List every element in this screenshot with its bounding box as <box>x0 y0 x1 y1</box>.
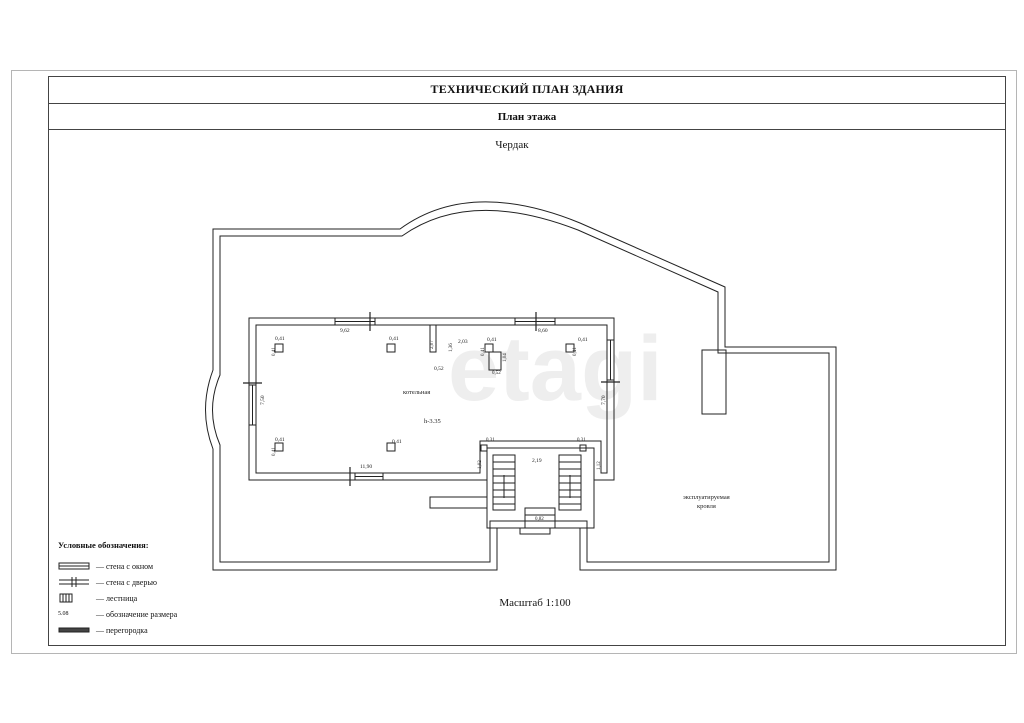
legend-item-door: — стена с дверью <box>58 574 238 590</box>
floor-name: Чердак <box>495 139 529 151</box>
legend-item-dimension: 5.08 — обозначение размера <box>58 609 178 619</box>
roof-label-2: кровля <box>697 503 716 510</box>
col-label-4: 0,41 <box>578 337 588 343</box>
dim-partition-c: 1,36 <box>449 343 454 352</box>
col-label-3: 0,41 <box>487 337 497 343</box>
col-label-5: 0,41 <box>275 437 285 443</box>
roof-parapet <box>429 496 488 509</box>
room-height: h-3.35 <box>424 418 441 425</box>
shaft <box>488 351 502 371</box>
col-side-label-3: 0,41 <box>481 347 486 356</box>
dim-stair-bottom: 0,82 <box>535 517 544 522</box>
document-subtitle: План этажа <box>48 104 1006 130</box>
legend: Условные обозначения: — стена с окном — … <box>58 540 238 638</box>
drawing-frame <box>48 76 1006 646</box>
windows <box>248 317 615 481</box>
partition <box>429 325 437 353</box>
wall-ticks <box>243 312 620 486</box>
dim-partition-a: 2,07 <box>430 340 435 349</box>
roof-label-1: эксплуатируемая <box>683 494 730 501</box>
col-side-label-2: 0,41 <box>272 347 277 356</box>
col-label-1: 0,41 <box>275 336 285 342</box>
dim-right-wall: 7,70 <box>601 395 607 405</box>
outer-frame <box>11 70 1017 654</box>
legend-item-partition: — перегородка <box>58 622 238 638</box>
dim-stair-width: 2,19 <box>532 458 542 464</box>
document-title: ТЕХНИЧЕСКИЙ ПЛАН ЗДАНИЯ <box>48 76 1006 104</box>
scale-label: Масштаб 1:100 <box>499 597 571 609</box>
stairs-symbol <box>59 593 73 603</box>
dim-stair-right: 1,12 <box>597 461 602 470</box>
legend-item-window: — стена с окном <box>58 558 238 574</box>
col-label-6: 0,41 <box>392 439 402 445</box>
dim-column-e: 1,04 <box>503 353 508 362</box>
building-outline <box>205 201 837 571</box>
chimney <box>701 349 727 415</box>
dim-column-f: 0,52 <box>492 371 501 376</box>
dim-partition-b: 2,03 <box>458 339 468 345</box>
legend-title: Условные обозначения: <box>58 540 149 550</box>
col-label-8: 0,31 <box>577 438 586 443</box>
door-wall-symbol <box>59 577 89 587</box>
watermark: etagi <box>448 318 663 420</box>
dim-left-wall: 7,50 <box>260 395 266 405</box>
partition-symbol <box>58 627 90 633</box>
dimension-sample: 5.08 <box>58 611 69 617</box>
col-label-2: 0,41 <box>389 336 399 342</box>
room-name: котельная <box>403 389 430 396</box>
window-wall-symbol <box>58 562 90 570</box>
dim-top-right: 8,60 <box>538 328 548 334</box>
dim-stair-left: 1,02 <box>478 460 483 469</box>
col-label-7: 0,31 <box>486 438 495 443</box>
legend-item-stairs: — лестница <box>58 590 238 606</box>
col-side-label-4: 0,41 <box>573 347 578 356</box>
staircase <box>486 447 595 535</box>
dim-top-left: 9,62 <box>340 328 350 334</box>
columns <box>274 343 587 452</box>
col-side-label-1: 0,41 <box>272 447 277 456</box>
plan-labels: котельная h-3.35 эксплуатируемая кровля … <box>260 328 730 522</box>
dim-bottom: 11,90 <box>360 464 372 470</box>
dim-partition-d: 0,52 <box>434 366 444 372</box>
